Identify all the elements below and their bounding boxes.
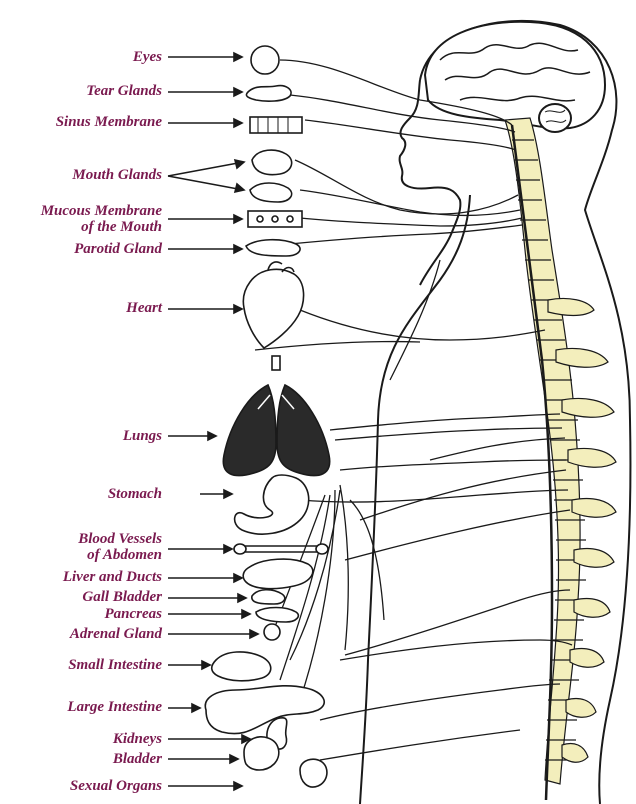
label-mucous-membrane-line1: Mucous Membrane	[41, 204, 162, 219]
tear-gland-organ	[246, 86, 291, 102]
liver-organ	[243, 559, 313, 589]
spinal-column	[505, 118, 616, 800]
gall-bladder-organ	[252, 590, 285, 604]
label-large-intestine: Large Intestine	[67, 700, 162, 715]
lungs-organ	[223, 356, 329, 476]
label-kidneys: Kidneys	[113, 732, 162, 747]
label-small-intestine: Small Intestine	[68, 658, 162, 673]
label-mouth-glands: Mouth Glands	[72, 168, 162, 183]
mouth-gland-lower-organ	[250, 183, 292, 202]
label-pancreas: Pancreas	[105, 607, 163, 622]
label-sexual-organs: Sexual Organs	[70, 779, 162, 794]
eye-organ	[251, 46, 279, 74]
label-parotid-gland: Parotid Gland	[74, 242, 162, 257]
label-bladder: Bladder	[113, 752, 162, 767]
label-eyes: Eyes	[133, 50, 162, 65]
large-intestine-organ	[205, 686, 324, 734]
brain	[425, 22, 605, 132]
label-blood-vessels-line2: of Abdomen	[87, 548, 162, 563]
stomach-organ	[235, 475, 309, 534]
bladder-organ	[244, 737, 279, 770]
heart-organ	[243, 269, 303, 348]
label-heart: Heart	[126, 301, 162, 316]
label-adrenal-gland: Adrenal Gland	[70, 627, 162, 642]
pancreas-organ	[256, 608, 298, 623]
label-sinus-membrane: Sinus Membrane	[56, 115, 162, 130]
label-liver-ducts: Liver and Ducts	[63, 570, 162, 585]
organ-drawings	[205, 46, 329, 787]
label-mucous-membrane-line2: of the Mouth	[81, 220, 162, 235]
label-gall-bladder: Gall Bladder	[82, 590, 162, 605]
label-stomach: Stomach	[108, 487, 162, 502]
adrenal-gland-organ	[264, 624, 280, 640]
label-tear-glands: Tear Glands	[86, 84, 162, 99]
sexual-organs-organ	[300, 759, 327, 787]
label-lungs: Lungs	[123, 429, 162, 444]
parotid-gland-organ	[246, 240, 300, 256]
blood-vessels-organ	[236, 546, 326, 552]
small-intestine-organ	[212, 652, 271, 681]
label-blood-vessels-line1: Blood Vessels	[78, 532, 162, 547]
mouth-gland-upper-organ	[252, 150, 292, 175]
